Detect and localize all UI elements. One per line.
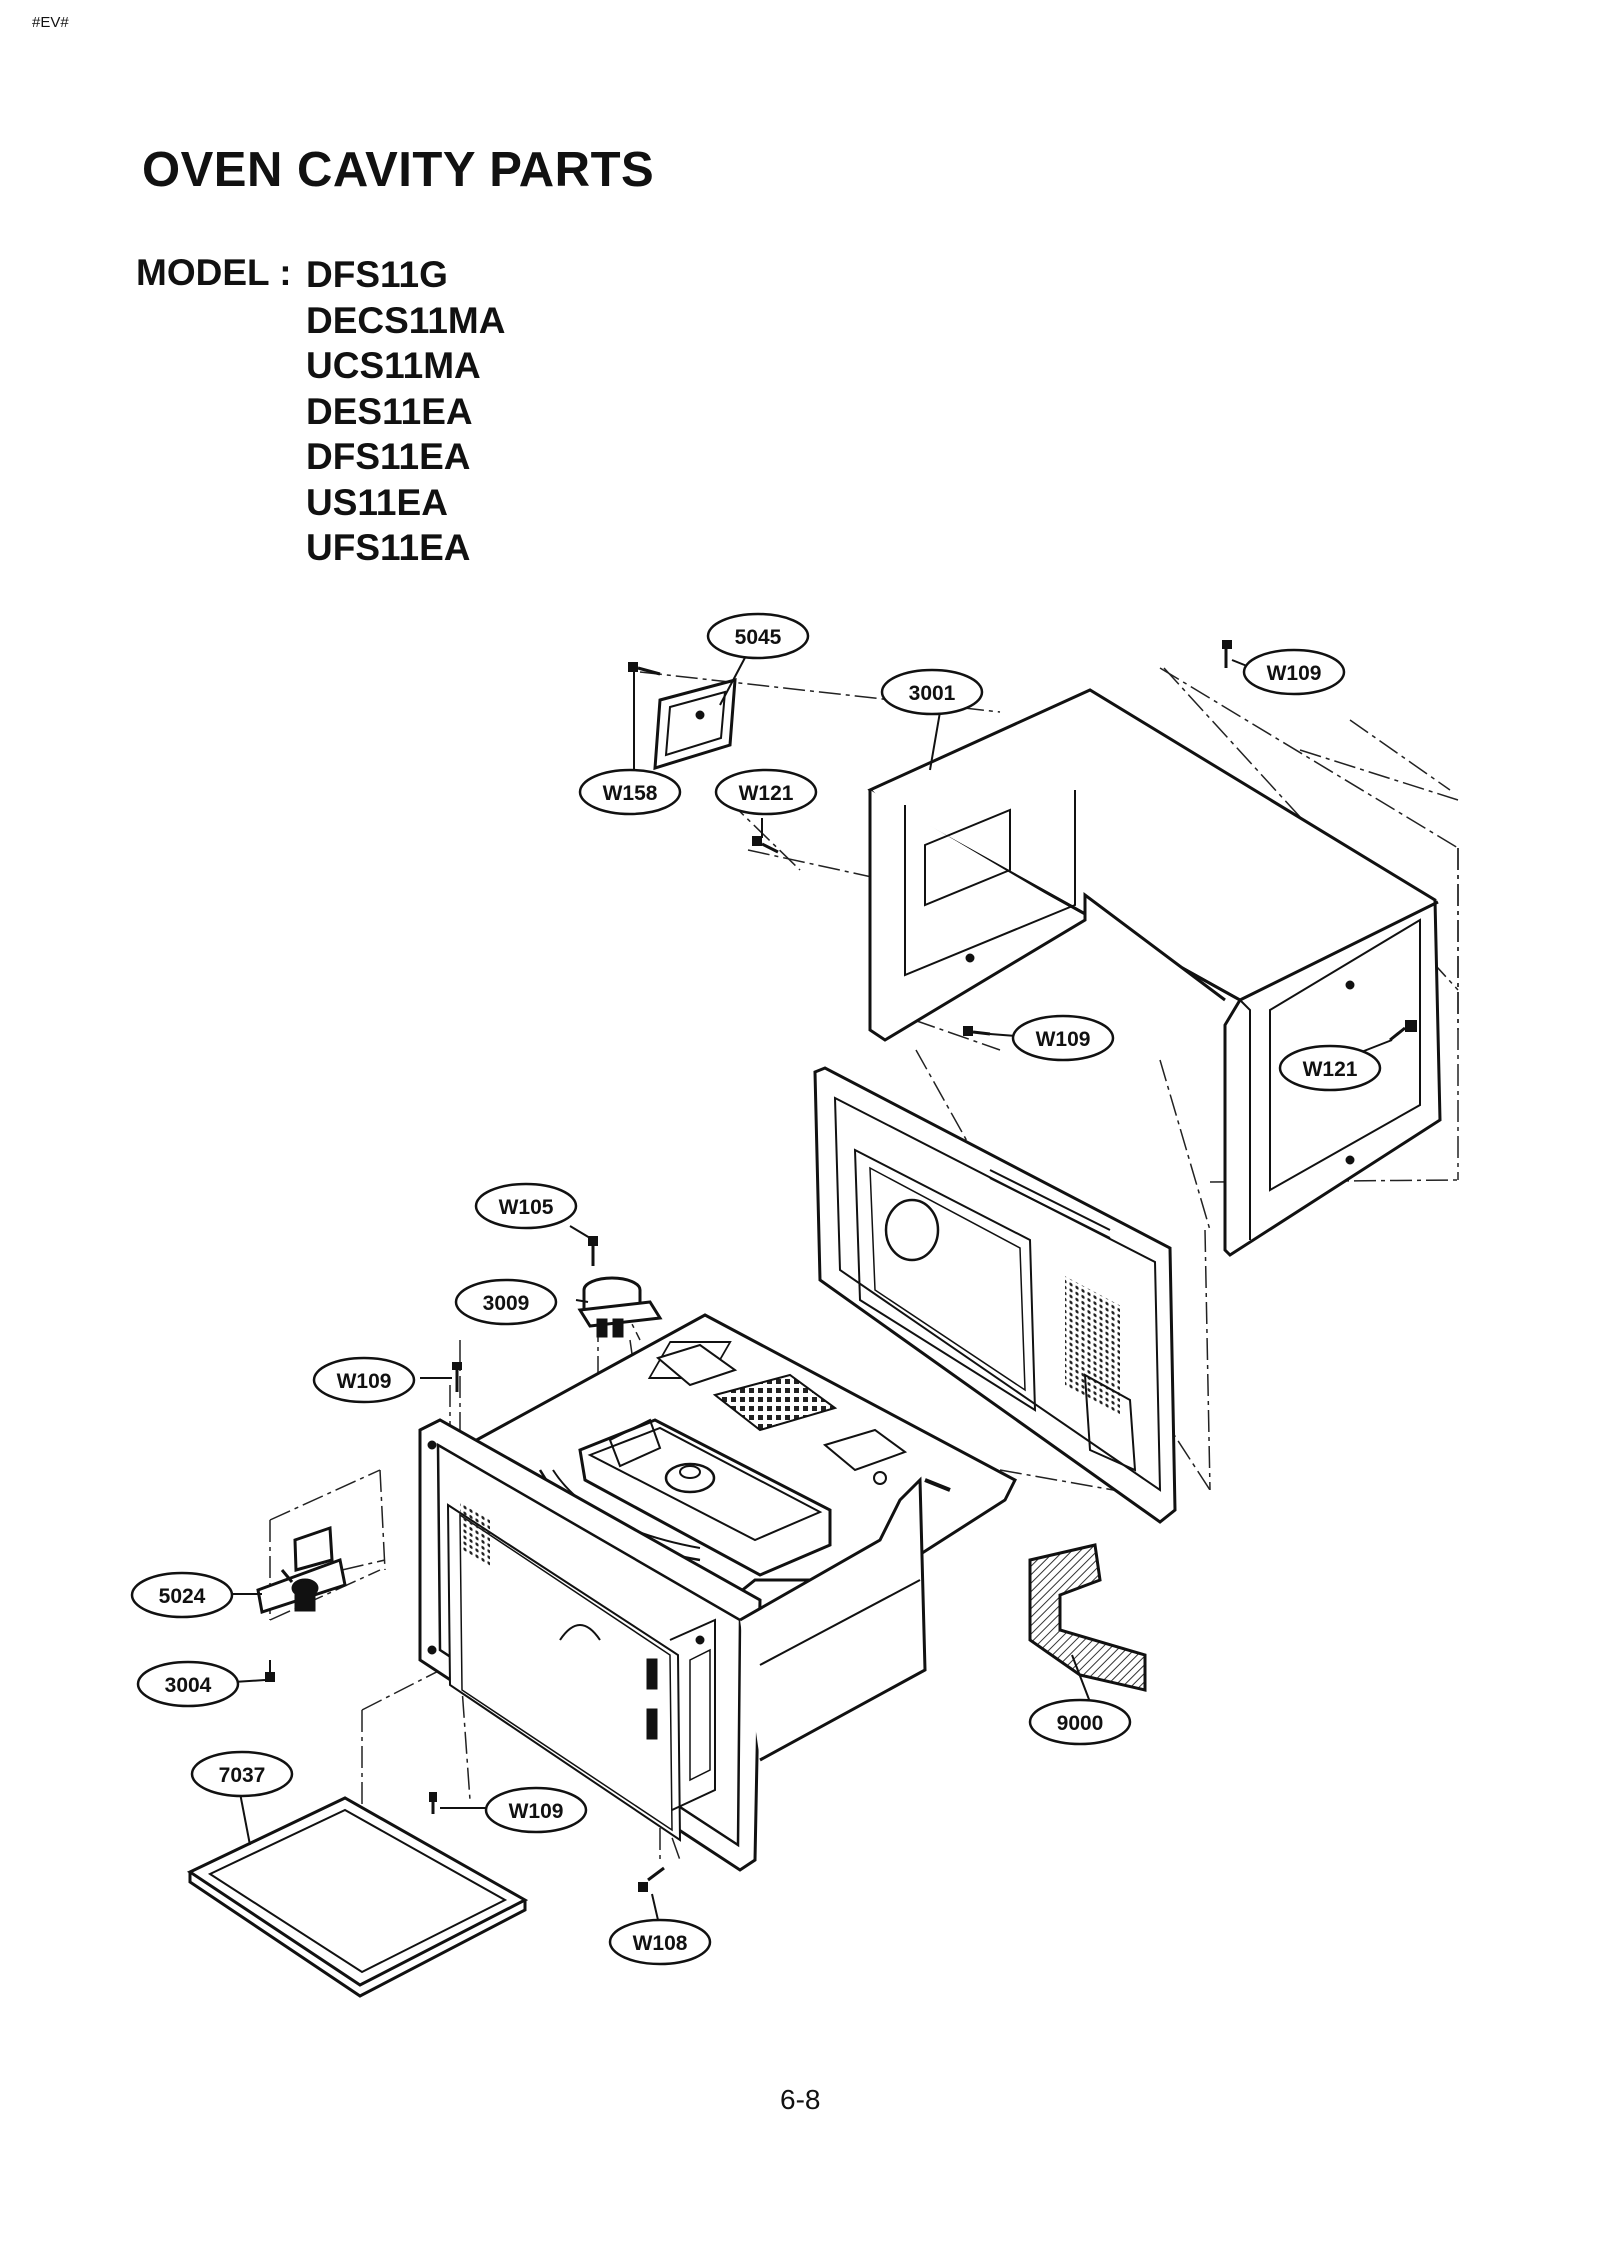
screw-3004 xyxy=(265,1660,275,1682)
gasket-5045 xyxy=(653,678,737,771)
model-item: DFS11EA xyxy=(306,436,471,477)
front-cavity-frame xyxy=(418,1418,927,1872)
callout-3004: 3004 xyxy=(136,1660,240,1708)
page-title: OVEN CAVITY PARTS xyxy=(142,143,655,197)
svg-text:7037: 7037 xyxy=(219,1764,266,1787)
svg-text:5024: 5024 xyxy=(159,1585,206,1608)
svg-text:9000: 9000 xyxy=(1057,1712,1104,1735)
document-marker: #EV# xyxy=(32,14,69,31)
callout-3001: 3001 xyxy=(880,668,984,716)
duct-9000 xyxy=(1028,1543,1147,1692)
screw-w105 xyxy=(588,1236,598,1266)
callout-w121-top: W121 xyxy=(714,768,818,816)
screw-w121-top xyxy=(752,836,779,854)
model-item: DFS11G xyxy=(306,254,448,295)
svg-text:W158: W158 xyxy=(603,782,658,805)
callout-w109-top: W109 xyxy=(1242,648,1346,696)
svg-text:3004: 3004 xyxy=(165,1674,212,1697)
screw-w121-right xyxy=(1389,1020,1417,1042)
screw-w109-left xyxy=(452,1362,462,1392)
svg-text:W121: W121 xyxy=(739,782,794,805)
model-item: DECS11MA xyxy=(306,299,506,341)
svg-text:W109: W109 xyxy=(1036,1028,1091,1051)
svg-text:W109: W109 xyxy=(1267,662,1322,685)
svg-text:3001: 3001 xyxy=(909,682,956,705)
svg-text:3009: 3009 xyxy=(483,1292,530,1315)
callout-w158: W158 xyxy=(578,768,682,816)
thermostat-3009 xyxy=(577,1276,663,1338)
screw-w109-bottom xyxy=(429,1792,437,1814)
callout-9000: 9000 xyxy=(1028,1698,1132,1746)
callout-w108: W108 xyxy=(608,1918,712,1966)
page-number: 6-8 xyxy=(780,2084,821,2115)
model-item: DES11EA xyxy=(306,390,473,432)
outer-case-3001 xyxy=(867,688,1442,1257)
screw-w158 xyxy=(628,662,661,676)
callout-3009: 3009 xyxy=(454,1278,558,1326)
back-plate xyxy=(813,1066,1177,1524)
model-label: MODEL : xyxy=(136,252,292,293)
callout-w109-left: W109 xyxy=(312,1356,416,1404)
screw-w108 xyxy=(638,1866,665,1892)
svg-text:W105: W105 xyxy=(499,1196,554,1219)
model-item: UCS11MA xyxy=(306,345,481,386)
model-item: UFS11EA xyxy=(306,527,471,568)
callout-w105: W105 xyxy=(474,1182,578,1230)
coupler-5024 xyxy=(256,1525,347,1614)
svg-text:5045: 5045 xyxy=(735,626,782,649)
callout-5045: 5045 xyxy=(706,612,810,660)
screw-w109-mid xyxy=(963,1026,991,1036)
callout-w109-bottom: W109 xyxy=(484,1786,588,1834)
callout-w121-right: W121 xyxy=(1278,1044,1382,1092)
model-item: US11EA xyxy=(306,481,448,523)
callout-7037: 7037 xyxy=(190,1750,294,1798)
screw-w109-top xyxy=(1222,640,1232,668)
svg-text:W109: W109 xyxy=(337,1370,392,1393)
glass-tray-7037 xyxy=(186,1796,529,1998)
svg-text:W108: W108 xyxy=(633,1932,688,1955)
callout-w109-mid: W109 xyxy=(1011,1014,1115,1062)
model-list: DFS11G DECS11MA UCS11MA DES11EA DFS11EA … xyxy=(306,252,505,571)
callout-5024: 5024 xyxy=(130,1571,234,1619)
svg-text:W109: W109 xyxy=(509,1800,564,1823)
svg-text:W121: W121 xyxy=(1303,1058,1358,1081)
